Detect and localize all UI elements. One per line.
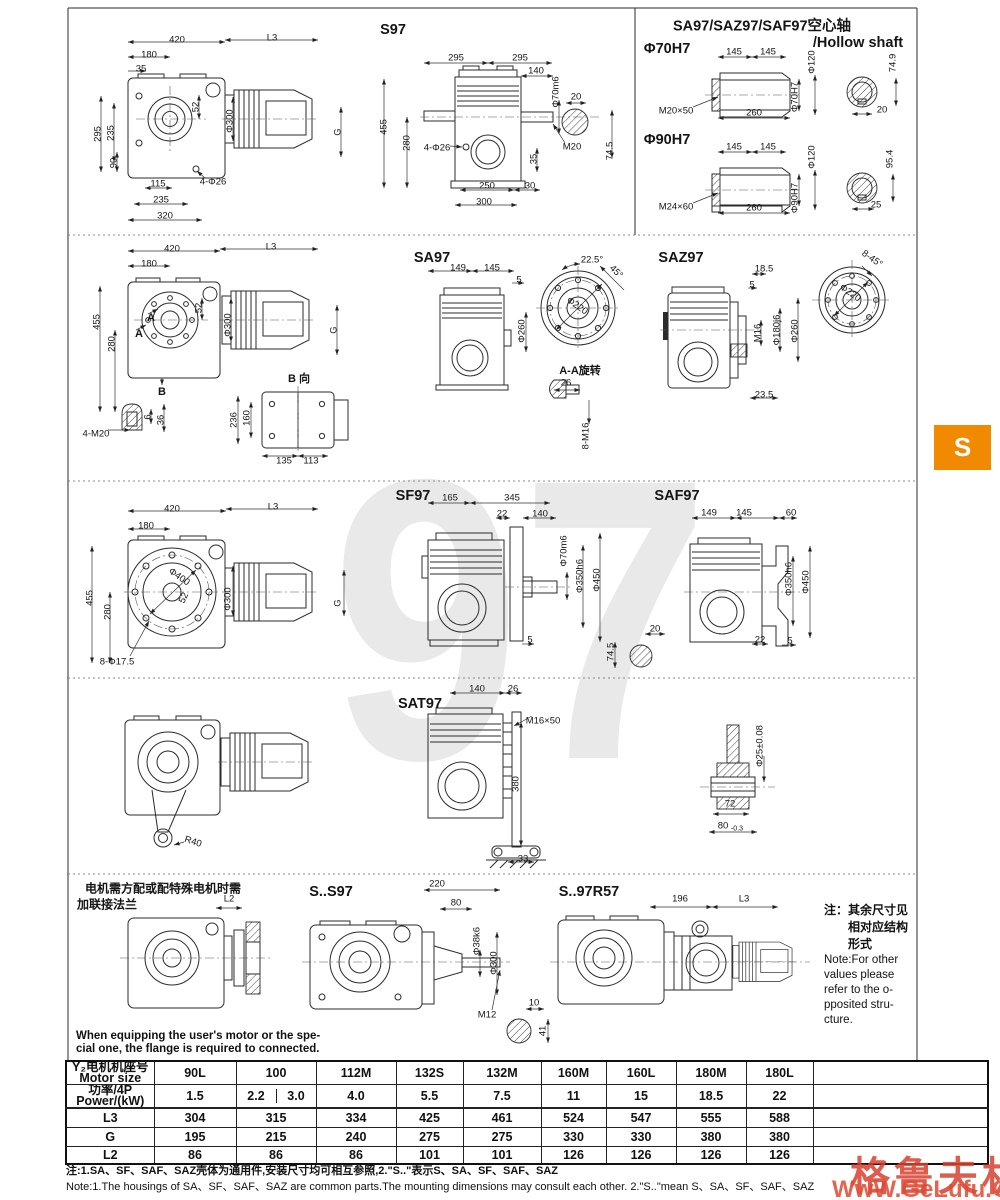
hollow-shaft-70 xyxy=(692,54,899,121)
hollow-shaft-90 xyxy=(692,149,896,216)
s-s97-view xyxy=(302,887,551,1044)
s97-front-view xyxy=(381,60,615,208)
flange-unit-view xyxy=(120,905,272,1009)
sat97-side-view xyxy=(124,715,313,848)
saz97-side-view xyxy=(660,271,801,401)
sa97-flange-view xyxy=(536,261,625,424)
equip-note: When equipping the user's motor or the s… xyxy=(76,1030,320,1056)
side-note-en3: refer to the o- xyxy=(824,984,894,996)
footnotes: 注:1.SA、SF、SAF、SAZ壳体为通用件,安装尺寸均可相互参照,2."S.… xyxy=(66,1163,814,1195)
equip-note-line2: cial one, the flange is required to conn… xyxy=(76,1043,320,1055)
sa97-front-view xyxy=(428,268,529,391)
side-note-cn1: 注：其余尺寸见 xyxy=(824,903,909,917)
sa97-b-view xyxy=(235,386,349,459)
s-97r57-view xyxy=(550,904,810,1005)
footnote-cn: 注:1.SA、SF、SAF、SAZ壳体为通用件,安装尺寸均可相互参照,2."S.… xyxy=(66,1165,559,1177)
sat97-mount-view xyxy=(427,690,546,869)
equip-note-line1: When equipping the user's motor or the s… xyxy=(76,1030,321,1042)
watermark-logo-url: WwW.GeLufu.Com xyxy=(832,1176,1000,1200)
side-note: 注：其余尺寸见 相对应结构 形式 Note:For other values p… xyxy=(824,902,919,1028)
l3-header: L3 xyxy=(65,1107,155,1128)
s97-flange-side-view xyxy=(89,506,347,663)
side-note-cn3: 形式 xyxy=(848,937,873,951)
sf97-view xyxy=(421,500,665,668)
section-tab[interactable]: S xyxy=(934,425,991,470)
page-frame xyxy=(67,7,918,1060)
side-note-en5: cture. xyxy=(824,1014,853,1026)
g-header: G xyxy=(65,1126,155,1147)
footnote-en: Note:1.The housings of SA、SF、SAF、SAZ are… xyxy=(66,1181,815,1193)
l2-header: L2 xyxy=(65,1145,155,1165)
saf97-view xyxy=(684,515,813,648)
section-tab-letter: S xyxy=(953,432,972,462)
table-row-l2: L2 86 86 86 101 101 126 126 126 126 xyxy=(65,1145,989,1165)
side-note-cn2: 相对应结构 xyxy=(848,920,909,934)
side-note-en2: values please xyxy=(824,969,895,981)
side-note-en4: pposited stru- xyxy=(824,999,894,1011)
side-note-en1: Note:For other xyxy=(824,954,899,966)
table-row-g: G 195 215 240 275 275 330 330 380 380 xyxy=(65,1126,989,1147)
s97-side-view xyxy=(98,37,344,223)
saz97-flange-view xyxy=(812,260,892,340)
bushing-detail xyxy=(700,724,775,835)
sa97-side-view xyxy=(97,246,340,433)
table-row-l3: L3 304 315 334 425 461 524 547 555 588 xyxy=(65,1107,989,1128)
watermark-logo-cn: 格鲁夫机械 xyxy=(850,1155,1000,1199)
